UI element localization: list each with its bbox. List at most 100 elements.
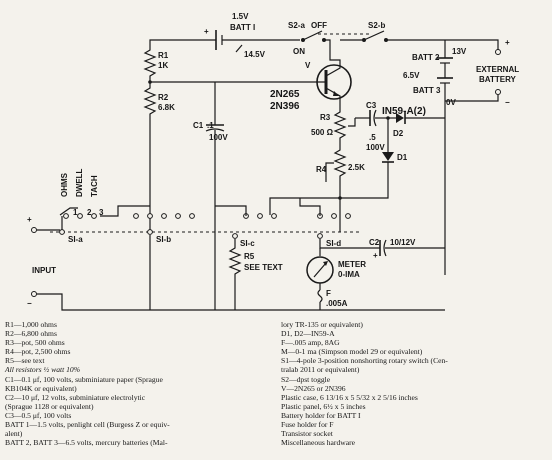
output-network: R3 500 Ω C3 .5 100V IN59-A(2) D2 D1 xyxy=(311,101,446,275)
ext-plus-sign: + xyxy=(505,38,510,47)
s2a-label: S2-a xyxy=(288,21,305,30)
part-transistor: V—2N265 or 2N396 xyxy=(281,383,346,393)
parts-list-right-column: lory TR-135 or equivalent) D1, D2—IN59-A… xyxy=(281,320,547,447)
c2-plus-sign: + xyxy=(373,251,378,260)
fuse-rating: .005A xyxy=(326,299,348,308)
parts-list-left-column: R1—1,000 ohms R2—6,800 ohms R3—pot, 500 … xyxy=(5,320,277,447)
r5-name: R5 xyxy=(244,252,255,261)
r3-value: 500 Ω xyxy=(311,128,334,137)
part-case: Plastic case, 6 13/16 x 5 5/32 x 2 5/16 … xyxy=(281,392,418,402)
ext-battery-line1: EXTERNAL xyxy=(476,65,519,74)
part-batt2-batt3: BATT 2, BATT 3—6.5 volts, mercury batter… xyxy=(5,438,168,448)
batt2-voltage: 6.5V xyxy=(403,71,420,80)
c2-name: C2 xyxy=(369,238,380,247)
meter-circuit: C2 10/12V + METER 0-IMA F .005A xyxy=(306,238,445,310)
part-c2-cont: (Sprague 1128 or equivalent) xyxy=(5,401,94,411)
c3-value: .5 xyxy=(369,133,376,142)
c1-voltage: 100V xyxy=(209,133,228,142)
batt2-name: BATT 2 xyxy=(412,53,440,62)
batt2-batt3-group: BATT 2 6.5V BATT 3 13V 0V + EXTERNAL BAT… xyxy=(403,38,519,107)
fuse-name: F xyxy=(326,289,331,298)
c1-name: C1 xyxy=(193,121,204,130)
part-c1: C1—0.1 μf, 100 volts, subminiature paper… xyxy=(5,374,163,384)
input-terminals: + INPUT − xyxy=(27,215,445,311)
rail-0v-label: 0V xyxy=(446,98,456,107)
transistor-symbol-label: V xyxy=(305,61,311,70)
s1a-label: SI-a xyxy=(68,235,83,244)
d1-label: D1 xyxy=(397,153,408,162)
part-fuse-holder: Fuse holder for F xyxy=(281,420,334,430)
circuit-schematic: 1.5V BATT I + 14.5V S2-a OFF ON S2-b xyxy=(27,12,519,311)
r5-value: SEE TEXT xyxy=(244,263,283,272)
s1b-label: SI-b xyxy=(156,235,171,244)
r4-name: R4 xyxy=(316,165,327,174)
s2b-label: S2-b xyxy=(368,21,385,30)
part-resistor-note: All resistors ½ watt 10% xyxy=(5,365,81,375)
part-c2: C2—10 μf, 12 volts, subminiature electro… xyxy=(5,392,146,402)
ext-battery-line2: BATTERY xyxy=(479,75,517,84)
batt1-name: BATT I xyxy=(230,23,255,32)
bias-network: R1 1K R2 6.8K xyxy=(143,45,305,230)
capacitor-c1: C1 .1 100V xyxy=(193,82,228,310)
s1d-label: SI-d xyxy=(326,239,341,248)
mode-tach-label: TACH xyxy=(90,175,99,197)
part-transistor-socket: Transistor socket xyxy=(281,429,333,439)
c2-value: 10/12V xyxy=(390,238,416,247)
resistor-r5: R5 SEE TEXT xyxy=(228,239,283,310)
batt1-voltage: 1.5V xyxy=(232,12,249,21)
d2-label: D2 xyxy=(393,129,404,138)
r2-name: R2 xyxy=(158,93,169,102)
part-battery-holder: Battery holder for BATT I xyxy=(281,410,361,420)
input-plus-sign: + xyxy=(27,215,32,224)
switch-s2: S2-a OFF ON S2-b xyxy=(288,21,445,56)
part-meter: M—0-1 ma (Simpson model 29 or equivalent… xyxy=(281,347,423,357)
r3-name: R3 xyxy=(320,113,331,122)
part-r4: R4—pot, 2,500 ohms xyxy=(5,347,71,357)
switch-s1-selector: OHMS DWELL TACH 1 2 3 SI xyxy=(50,168,360,248)
part-s1-cont: tralab 2011 or equivalent) xyxy=(281,365,360,375)
ext-minus-sign: − xyxy=(505,98,510,107)
c3-name: C3 xyxy=(366,101,377,110)
parts-list: R1—1,000 ohms R2—6,800 ohms R3—pot, 500 … xyxy=(0,320,552,460)
part-s2: S2—dpst toggle xyxy=(281,374,331,384)
diode-type-label: IN59-A(2) xyxy=(382,106,426,117)
batt1-group: 1.5V BATT I + 14.5V xyxy=(149,12,300,59)
batt1-plus-sign: + xyxy=(204,27,209,36)
part-r1: R1—1,000 ohms xyxy=(5,320,57,329)
part-batt2-batt3-cont: lory TR-135 or equivalent) xyxy=(281,320,363,329)
c1-value: .1 xyxy=(207,121,214,130)
r2-value: 6.8K xyxy=(158,103,175,112)
potentiometer-r4: R4 2.5K xyxy=(269,145,389,232)
part-c3: C3—0.5 μf, 100 volts xyxy=(5,410,72,420)
part-hardware: Miscellaneous hardware xyxy=(281,438,356,448)
input-label: INPUT xyxy=(32,266,56,275)
transistor-v: V 2N265 2N396 xyxy=(270,50,352,112)
s2-on-label: ON xyxy=(293,47,305,56)
position-3-label: 3 xyxy=(99,208,104,217)
part-c1-cont: KB104K or equivalent) xyxy=(5,383,77,393)
mode-dwell-label: DWELL xyxy=(75,168,84,197)
part-diodes: D1, D2—IN59-A xyxy=(281,329,335,339)
position-1-label: 1 xyxy=(73,208,78,217)
r4-value: 2.5K xyxy=(348,163,365,172)
s2-off-label: OFF xyxy=(311,21,327,30)
transistor-type-1: 2N265 xyxy=(270,89,300,100)
position-2-label: 2 xyxy=(87,208,92,217)
supply-voltage-label: 14.5V xyxy=(244,50,266,59)
r1-name: R1 xyxy=(158,51,169,60)
s1c-label: SI-c xyxy=(240,239,255,248)
part-batt1-cont: alent) xyxy=(5,429,23,439)
part-s1: S1—4-pole 3-position nonshorting rotary … xyxy=(281,356,448,366)
transistor-type-2: 2N396 xyxy=(270,101,300,112)
meter-name: METER xyxy=(338,260,366,269)
rail-13v-label: 13V xyxy=(452,47,467,56)
mode-ohms-label: OHMS xyxy=(60,172,69,197)
part-r5: R5—see text xyxy=(5,356,45,366)
c3-voltage: 100V xyxy=(366,143,385,152)
part-batt1: BATT 1—1.5 volts, penlight cell (Burgess… xyxy=(5,420,170,430)
meter-range: 0-IMA xyxy=(338,270,360,279)
part-r2: R2—6,800 ohms xyxy=(5,329,57,339)
batt3-name: BATT 3 xyxy=(413,86,441,95)
input-minus-sign: − xyxy=(27,299,32,308)
